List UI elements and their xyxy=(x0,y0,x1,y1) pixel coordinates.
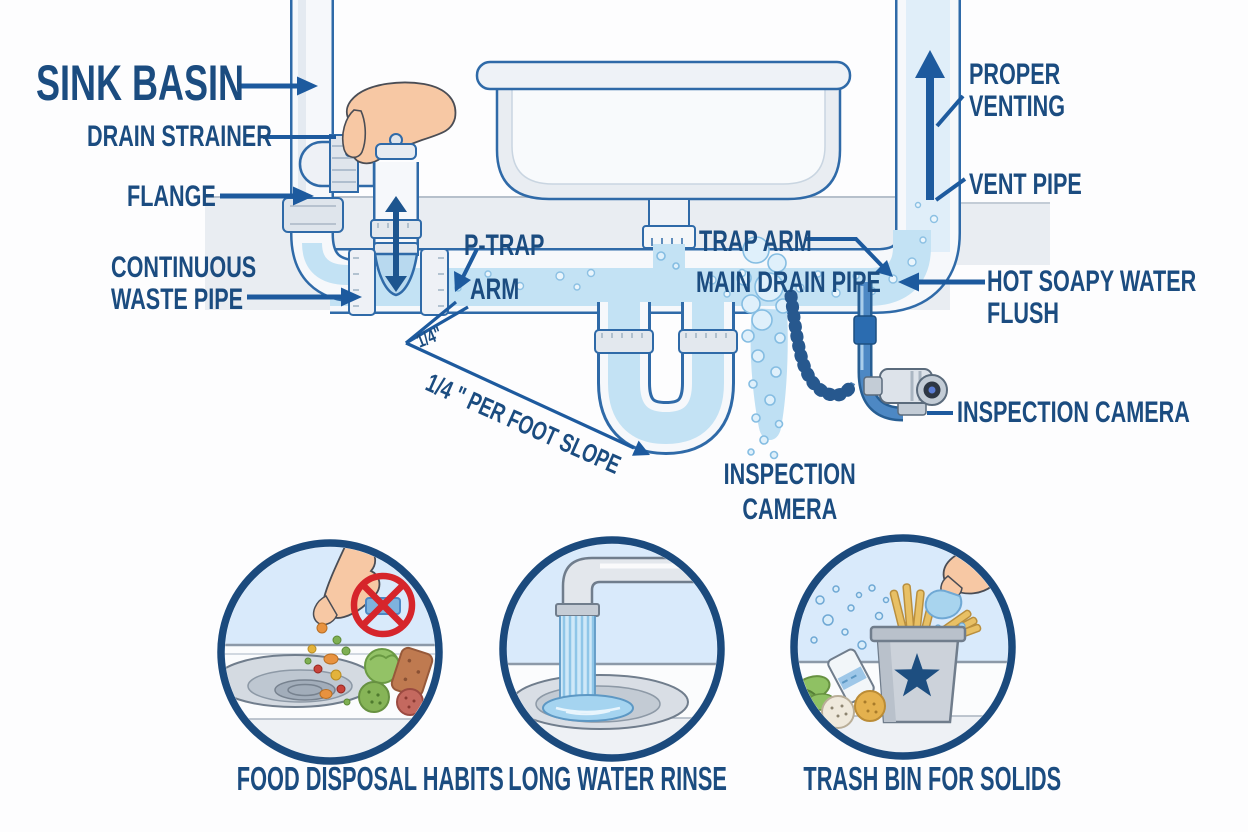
drain-strainer-assembly xyxy=(298,81,457,193)
camera-hose xyxy=(853,282,904,422)
overflow-pipe xyxy=(370,133,422,297)
flushing-water xyxy=(432,201,939,460)
flange-fitting xyxy=(282,197,344,233)
tailpiece xyxy=(648,198,690,227)
proper-venting-line xyxy=(935,94,965,128)
wet-scrap xyxy=(924,589,963,620)
bin-star xyxy=(894,653,940,697)
label-flange: FLANGE xyxy=(127,180,216,213)
hand-dropping-scraps xyxy=(312,547,381,626)
continuous-waste-arrow xyxy=(247,287,362,307)
p-trap-arm-arrow xyxy=(454,248,479,292)
label-vent-pipe: VENT PIPE xyxy=(969,168,1082,201)
label-pointers xyxy=(220,76,985,415)
slope-annotation xyxy=(404,300,650,456)
inspection-camera-device xyxy=(863,368,948,416)
caption-trash-bin-for-solids: TRASH BIN FOR SOLIDS xyxy=(803,760,1062,797)
trap-arm-pointer xyxy=(806,237,893,277)
label-main-drain-pipe: MAIN DRAIN PIPE xyxy=(696,266,881,299)
caption-food-disposal-habits: FOOD DISPOSAL HABITS xyxy=(236,760,504,797)
water-stream xyxy=(559,616,596,704)
p-trap-u-bend xyxy=(594,300,738,456)
tip-trash-bin-icon xyxy=(790,534,1016,760)
label-p-trap-arm: P-TRAP ARM xyxy=(464,229,545,306)
pipe-cap xyxy=(375,143,417,160)
circle-border xyxy=(217,539,443,765)
label-sink-basin: SINK BASIN xyxy=(36,55,245,111)
bubble-cluster xyxy=(656,236,791,460)
label-inspection-camera-below: INSPECTION CAMERA xyxy=(723,458,857,527)
tip-food-disposal-icon xyxy=(217,539,443,765)
caption-long-water-rinse: LONG WATER RINSE xyxy=(508,760,727,797)
tip-long-water-rinse-icon xyxy=(499,536,725,762)
label-trap-arm: TRAP ARM xyxy=(699,225,812,258)
venting-up-arrow xyxy=(915,50,945,200)
sink-basin-arrow xyxy=(238,76,318,96)
slope-arrowhead xyxy=(632,440,650,456)
label-continuous-waste-pipe: CONTINUOUS WASTE PIPE xyxy=(111,251,257,316)
pipe-bubbles xyxy=(432,201,939,298)
falling-food-scraps xyxy=(304,622,351,706)
food-waste-pile xyxy=(358,646,434,716)
circle-border xyxy=(790,534,1016,760)
drain-snake-cable xyxy=(784,289,860,402)
no-symbol xyxy=(350,572,416,638)
label-proper-venting: PROPER VENTING xyxy=(969,58,1066,123)
circle-border xyxy=(499,536,725,762)
slip-nut-couplings xyxy=(594,329,738,354)
label-hot-soapy-water-flush: HOT SOAPY WATER FLUSH xyxy=(987,265,1197,330)
sink-basin-drawing xyxy=(475,60,852,249)
label-inspection-camera-side: INSPECTION CAMERA xyxy=(957,396,1190,429)
bubbles xyxy=(810,584,890,650)
two-way-flow-arrow xyxy=(385,196,407,292)
hose-connector xyxy=(853,315,877,345)
flange-arrow xyxy=(220,186,314,206)
vent-pipe-line xyxy=(934,177,967,202)
water-pool xyxy=(542,694,634,722)
trash-bin xyxy=(869,625,967,724)
label-drain-strainer: DRAIN STRAINER xyxy=(87,120,272,153)
hot-soapy-arrow xyxy=(898,272,985,292)
